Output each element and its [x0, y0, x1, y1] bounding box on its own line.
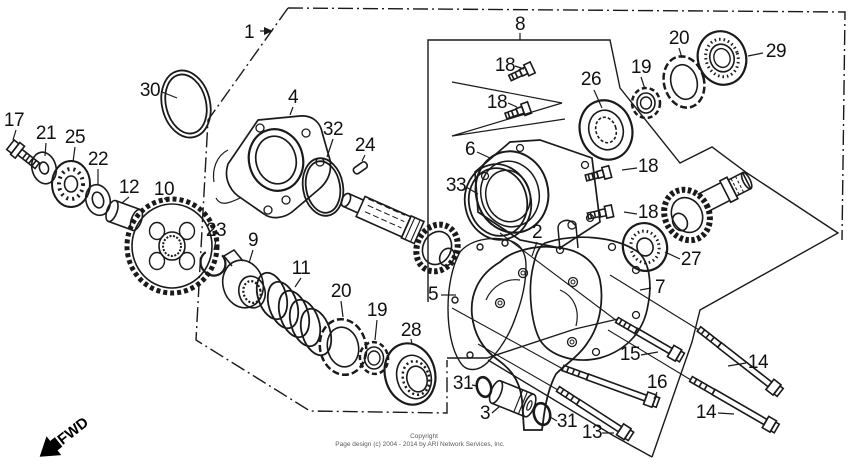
fwd-arrow-stem	[48, 437, 63, 452]
callout-21-3[interactable]: 21	[36, 123, 57, 144]
callout-24-16[interactable]: 24	[355, 135, 377, 156]
o-ring-30	[160, 69, 212, 139]
transmission-cover-7	[529, 236, 651, 361]
bearing-27	[621, 222, 669, 272]
bolt-axis-lines	[451, 232, 700, 391]
fwd-label: FWD	[54, 414, 92, 449]
callout-23-8[interactable]: 23	[206, 220, 227, 241]
joint-9	[221, 248, 267, 309]
copyright-line-1: Copyright	[410, 433, 438, 440]
callout-4-14[interactable]: 4	[288, 87, 300, 108]
callout-25-4[interactable]: 25	[65, 127, 86, 148]
callout-20-25[interactable]: 20	[669, 28, 690, 49]
bolt-14-lower	[688, 375, 781, 434]
callout-13-34[interactable]: 13	[582, 422, 603, 443]
callout-18-28[interactable]: 18	[638, 202, 659, 223]
callout-3-38[interactable]: 3	[480, 403, 491, 424]
bevel-gear-shaft	[661, 171, 753, 244]
callout-leaders	[12, 27, 764, 434]
bolt-18-locator-zigzag	[451, 81, 566, 137]
side-cover-4	[212, 115, 332, 219]
lock-washer-20-upper	[662, 55, 706, 109]
callout-15-32[interactable]: 15	[620, 344, 641, 365]
washer-22	[84, 183, 112, 217]
callout-28-13[interactable]: 28	[401, 320, 422, 341]
callout-19-12[interactable]: 19	[367, 300, 388, 321]
callout-16-33[interactable]: 16	[647, 372, 668, 393]
callout-27-29[interactable]: 27	[681, 249, 702, 270]
circlip-23	[199, 249, 227, 277]
output-gear-10	[124, 196, 220, 296]
callout-7-30[interactable]: 7	[655, 277, 666, 298]
callout-19-24[interactable]: 19	[631, 57, 652, 78]
fwd-direction-arrow: FWD	[39, 414, 92, 457]
callout-30-1[interactable]: 30	[140, 80, 161, 101]
callout-5-31[interactable]: 5	[428, 284, 439, 305]
o-ring-31-left	[475, 375, 493, 399]
assembly-boundary-phantom	[195, 7, 846, 414]
callout-33-22[interactable]: 33	[446, 175, 467, 196]
dowel-pin-24	[352, 161, 369, 175]
washer-21	[30, 151, 58, 185]
callout-11-10[interactable]: 11	[292, 258, 311, 279]
callout-1-0[interactable]: 1	[244, 22, 255, 43]
callout-18-18[interactable]: 18	[495, 55, 516, 76]
oil-seal-26	[578, 99, 634, 161]
pinion-shaft	[340, 192, 461, 275]
callout-17-2[interactable]: 17	[4, 110, 25, 131]
o-ring-33	[463, 163, 533, 241]
copyright-line-2: Page design (c) 2004 - 2014 by ARI Netwo…	[335, 441, 505, 448]
bearing-28	[383, 342, 437, 406]
callout-2-23[interactable]: 2	[532, 222, 543, 243]
callout-9-9[interactable]: 9	[248, 230, 259, 251]
lock-nut-19-upper	[630, 86, 662, 120]
callout-22-5[interactable]: 22	[88, 149, 109, 170]
callout-29-26[interactable]: 29	[766, 41, 787, 62]
callout-18-27[interactable]: 18	[638, 156, 659, 177]
callout-26-20[interactable]: 26	[581, 69, 602, 90]
ball-bearing-25	[51, 160, 91, 208]
bolt-14-upper	[696, 325, 785, 398]
bolt-16	[561, 364, 661, 409]
callout-14-35[interactable]: 14	[748, 352, 770, 373]
bolt-18-c	[584, 164, 613, 182]
bearing-29	[696, 30, 748, 86]
callout-10-7[interactable]: 10	[154, 179, 175, 200]
bolt-15	[614, 316, 686, 363]
bolt-13	[555, 385, 635, 442]
callout-18-19[interactable]: 18	[487, 92, 508, 113]
callout-14-36[interactable]: 14	[696, 402, 718, 423]
callout-20-11[interactable]: 20	[331, 281, 352, 302]
callout-8-17[interactable]: 8	[515, 14, 526, 35]
o-ring-32	[301, 157, 345, 217]
callout-12-6[interactable]: 12	[119, 177, 140, 198]
callout-31-37[interactable]: 31	[453, 373, 474, 394]
bolt-18-b	[503, 100, 533, 120]
o-ring-31-right	[532, 401, 552, 427]
lock-washer-20-lower	[318, 317, 368, 377]
bolt-18-d	[586, 203, 615, 220]
callout-6-21[interactable]: 6	[465, 139, 476, 160]
gear-case-body	[470, 219, 603, 431]
collar-3	[488, 379, 537, 418]
spring-11	[255, 271, 333, 357]
fwd-arrowhead-icon	[39, 436, 62, 457]
callout-31-39[interactable]: 31	[557, 411, 578, 432]
callout-32-15[interactable]: 32	[323, 119, 344, 140]
